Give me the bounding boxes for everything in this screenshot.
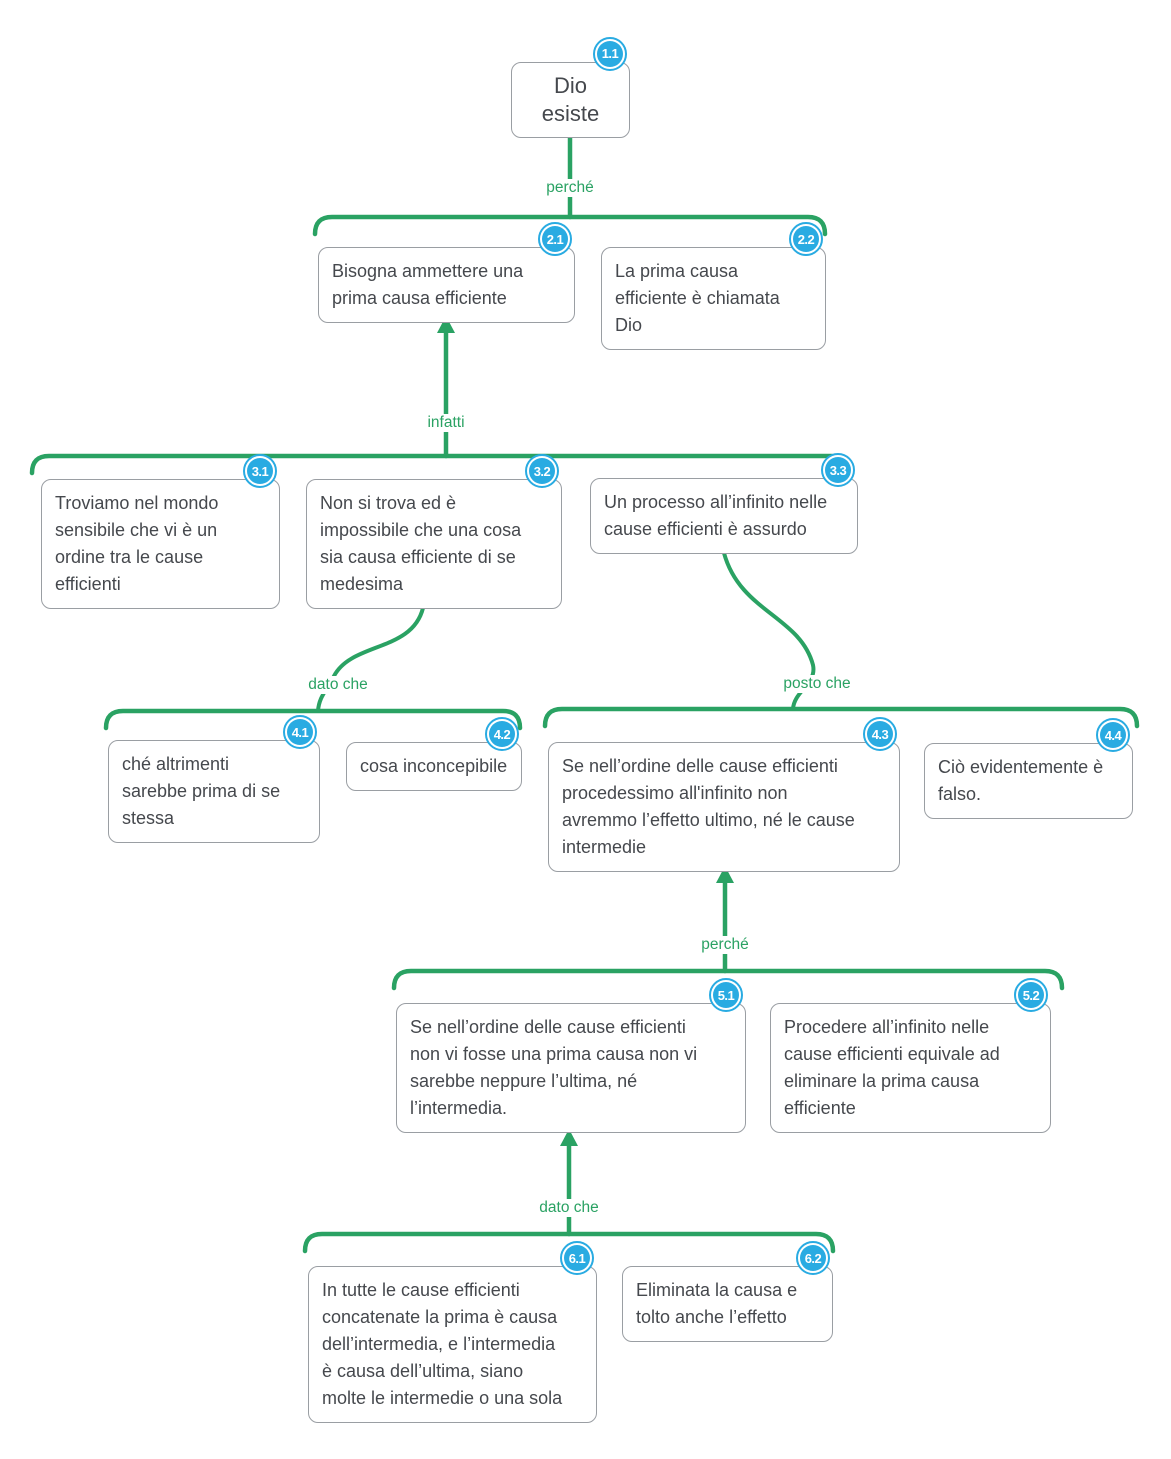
- node-badge-1-1: 1.1: [593, 37, 627, 71]
- claim-node-2-1[interactable]: 2.1 Bisogna ammettere una prima causa ef…: [318, 222, 575, 323]
- connector-label-perche-2: perché: [696, 936, 754, 954]
- claim-text: ché altrimenti sarebbe prima di se stess…: [122, 754, 281, 828]
- claim-text: Se nell’ordine delle cause efficienti pr…: [562, 756, 855, 857]
- claim-node-6-1[interactable]: 6.1 In tutte le cause efficienti concate…: [308, 1241, 597, 1423]
- claim-text: Non si trova ed è impossibile che una co…: [320, 493, 522, 594]
- connector-label-infatti: infatti: [422, 414, 470, 432]
- claim-text: Un processo all’infinito nelle cause eff…: [604, 492, 828, 539]
- node-badge-6-1: 6.1: [560, 1241, 594, 1275]
- claim-text: In tutte le cause efficienti concatenate…: [322, 1280, 563, 1408]
- curve-3-2-to-dato-che: [316, 606, 425, 713]
- claim-text: Procedere all’infinito nelle cause effic…: [784, 1017, 1000, 1118]
- claim-node-6-2[interactable]: 6.2 Eliminata la causa e tolto anche l’e…: [622, 1241, 833, 1342]
- bracket-perche-2: [391, 968, 1065, 991]
- node-badge-4-2: 4.2: [485, 717, 519, 751]
- badge-number: 1.1: [597, 41, 623, 67]
- node-badge-5-2: 5.2: [1014, 978, 1048, 1012]
- connector-label-posto-che: posto che: [778, 675, 856, 693]
- badge-number: 4.4: [1100, 722, 1126, 748]
- bracket-dato-che-1: [103, 708, 523, 731]
- claim-text: Eliminata la causa e tolto anche l’effet…: [636, 1280, 798, 1327]
- claim-text: Se nell’ordine delle cause efficienti no…: [410, 1017, 698, 1118]
- claim-node-4-2[interactable]: 4.2 cosa inconcepibile: [346, 717, 522, 791]
- claim-node-3-2[interactable]: 3.2 Non si trova ed è impossibile che un…: [306, 454, 562, 609]
- badge-number: 2.2: [793, 226, 819, 252]
- badge-number: 5.1: [713, 982, 739, 1008]
- claim-node-4-1[interactable]: 4.1 ché altrimenti sarebbe prima di se s…: [108, 715, 320, 843]
- badge-number: 2.1: [542, 226, 568, 252]
- node-badge-3-1: 3.1: [243, 454, 277, 488]
- badge-number: 4.3: [867, 721, 893, 747]
- arrow-head-to-5-1: [560, 1129, 578, 1146]
- node-badge-4-4: 4.4: [1096, 718, 1130, 752]
- claim-node-5-1[interactable]: 5.1 Se nell’ordine delle cause efficient…: [396, 978, 746, 1133]
- claim-text: La prima causa efficiente è chiamata Dio: [615, 261, 780, 335]
- node-badge-3-3: 3.3: [821, 453, 855, 487]
- claim-node-5-2[interactable]: 5.2 Procedere all’infinito nelle cause e…: [770, 978, 1051, 1133]
- bracket-infatti: [29, 453, 851, 476]
- badge-number: 4.1: [287, 719, 313, 745]
- claim-node-3-1[interactable]: 3.1 Troviamo nel mondo sensibile che vi …: [41, 454, 280, 609]
- connector-label-dato-che-1: dato che: [303, 676, 373, 694]
- badge-number: 6.1: [564, 1245, 590, 1271]
- claim-text: Dio esiste: [541, 73, 600, 126]
- node-badge-2-1: 2.1: [538, 222, 572, 256]
- node-badge-2-2: 2.2: [789, 222, 823, 256]
- claim-node-4-3[interactable]: 4.3 Se nell’ordine delle cause efficient…: [548, 717, 900, 872]
- claim-node-3-3[interactable]: 3.3 Un processo all’infinito nelle cause…: [590, 453, 858, 554]
- node-badge-5-1: 5.1: [709, 978, 743, 1012]
- claim-node-4-4[interactable]: 4.4 Ciò evidentemente è falso.: [924, 718, 1133, 819]
- claim-text: Troviamo nel mondo sensibile che vi è un…: [55, 493, 219, 594]
- badge-number: 3.3: [825, 457, 851, 483]
- arrow-head-to-4-3: [716, 866, 734, 883]
- badge-number: 6.2: [800, 1245, 826, 1271]
- node-badge-4-1: 4.1: [283, 715, 317, 749]
- badge-number: 3.2: [529, 458, 555, 484]
- bracket-posto-che: [542, 706, 1140, 729]
- node-badge-4-3: 4.3: [863, 717, 897, 751]
- claim-text: cosa inconcepibile: [360, 756, 508, 776]
- arrow-head-to-2-1: [437, 316, 455, 333]
- connector-label-perche-1: perché: [541, 179, 599, 197]
- node-badge-3-2: 3.2: [525, 454, 559, 488]
- badge-number: 5.2: [1018, 982, 1044, 1008]
- badge-number: 4.2: [489, 721, 515, 747]
- claim-text: Ciò evidentemente è falso.: [938, 757, 1104, 804]
- badge-number: 3.1: [247, 458, 273, 484]
- node-badge-6-2: 6.2: [796, 1241, 830, 1275]
- claim-node-2-2[interactable]: 2.2 La prima causa efficiente è chiamata…: [601, 222, 826, 350]
- claim-text: Bisogna ammettere una prima causa effici…: [332, 261, 524, 308]
- connector-label-dato-che-2: dato che: [534, 1199, 604, 1217]
- claim-node-1-1[interactable]: 1.1 Dio esiste: [511, 37, 630, 138]
